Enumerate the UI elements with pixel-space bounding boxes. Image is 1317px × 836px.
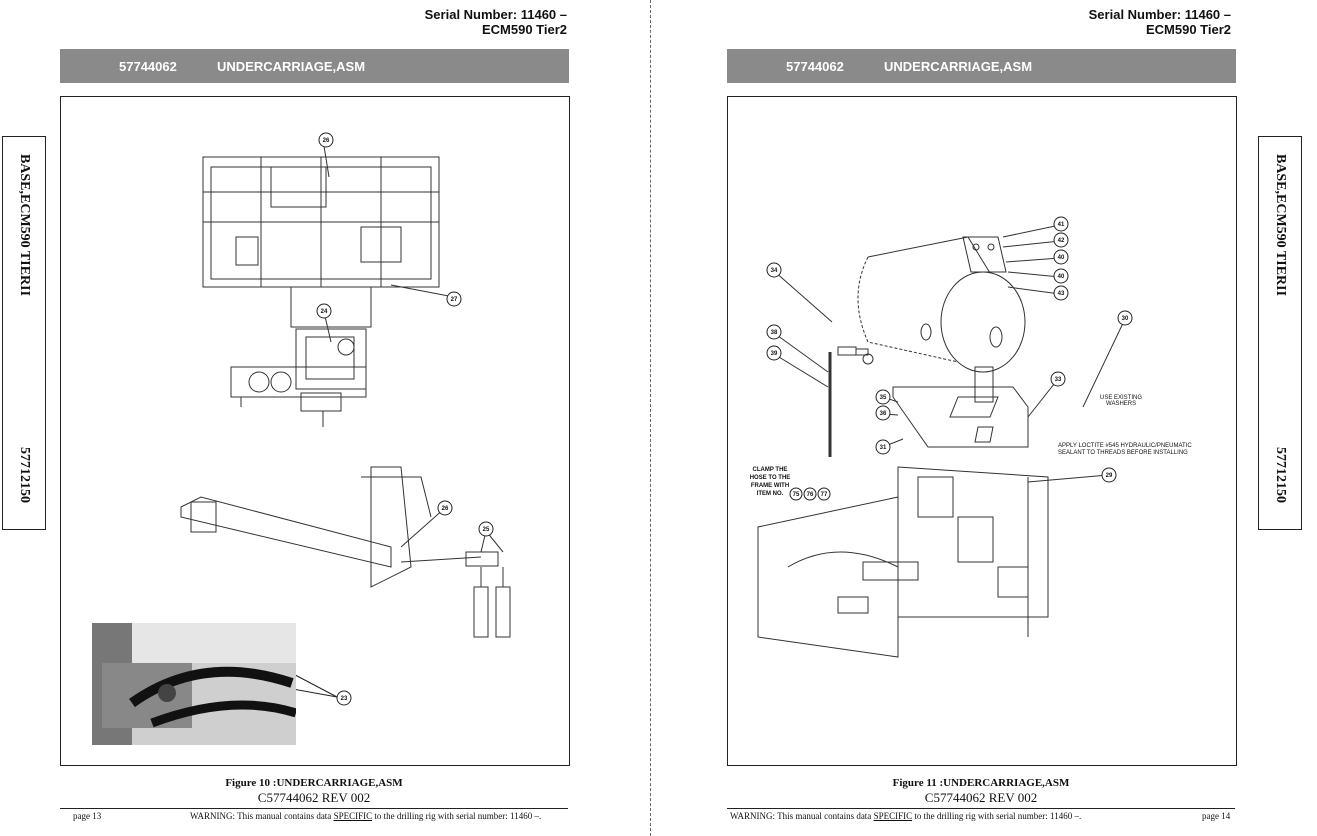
warning-suffix: to the drilling rig with serial number: … [372,811,542,821]
washer-note: USE EXISTING WASHERS [1100,395,1142,407]
callout-26b: 26 [442,506,449,512]
svg-text:ITEM NO.: ITEM NO. [757,491,784,497]
clamp-note: CLAMP THE HOSE TO THE FRAME WITH ITEM NO… [750,467,791,497]
svg-text:FRAME WITH: FRAME WITH [751,483,789,489]
item-75: 75 [793,492,800,498]
serial-number: Serial Number: 11460 – [424,7,567,22]
callout-33: 33 [1055,377,1062,383]
callout-25: 25 [483,527,490,533]
section-title: UNDERCARRIAGE,ASM [884,59,1033,74]
callout-43: 43 [1058,291,1065,297]
parts-drawing: 41 42 40 40 43 34 38 39 35 36 31 30 33 2… [750,216,1192,658]
left-page: Serial Number: 11460 – ECM590 Tier2 5774… [0,0,650,836]
callout-42: 42 [1058,238,1065,244]
callout-labels: 41 42 40 40 43 34 38 39 35 36 31 30 33 2… [771,222,1129,479]
callout-30: 30 [1122,316,1129,322]
warning-suffix: to the drilling rig with serial number: … [912,811,1082,821]
parts-drawing: 26 27 24 26 25 23 [180,132,511,706]
callout-40a: 40 [1058,255,1065,261]
callout-labels: 26 27 24 26 25 23 [321,138,490,702]
revision-label: C57744062 REV 002 [924,790,1038,805]
side-tab: BASE,ECM590 TIERII 57712150 [2,136,46,530]
warning-prefix: WARNING: This manual contains data [730,811,874,821]
svg-text:APPLY LOCTITE #545 HYDRAULIC/P: APPLY LOCTITE #545 HYDRAULIC/PNEUMATIC [1058,443,1192,449]
svg-text:WASHERS: WASHERS [1106,401,1136,407]
warning-prefix: WARNING: This manual contains data [190,811,334,821]
figure-caption: Figure 11 :UNDERCARRIAGE,ASM [892,777,1070,789]
warning-emphasis: SPECIFIC [873,811,913,821]
figure-frame: 41 42 40 40 43 34 38 39 35 36 31 30 33 2… [727,96,1237,766]
svg-text:USE EXISTING: USE EXISTING [1100,395,1142,401]
title-band: 57744062 UNDERCARRIAGE,ASM [727,49,1236,83]
title-band: 57744062 UNDERCARRIAGE,ASM [60,49,569,83]
side-code: 57712150 [1273,447,1288,503]
callout-31: 31 [880,445,887,451]
figure-frame: 26 27 24 26 25 23 [60,96,570,766]
callout-26a: 26 [323,138,330,144]
callout-35: 35 [880,395,887,401]
side-title: BASE,ECM590 TIERII [17,153,32,297]
item-77: 77 [821,492,828,498]
clamp-items: 75 76 77 [789,487,831,501]
warning-note: WARNING: This manual contains data SPECI… [190,811,541,821]
warning-emphasis: SPECIFIC [333,811,373,821]
figure-caption: Figure 10 :UNDERCARRIAGE,ASM [225,777,403,789]
callout-24: 24 [321,309,328,315]
svg-text:SEALANT TO THREADS BEFORE INST: SEALANT TO THREADS BEFORE INSTALLING [1058,450,1188,456]
callout-39: 39 [771,351,778,357]
model-name: ECM590 Tier2 [481,22,567,37]
callout-34: 34 [771,268,778,274]
footer-rule [727,808,1235,809]
side-tab: BASE,ECM590 TIERII 57712150 [1258,136,1302,530]
page-number: page 13 [73,811,102,821]
page-number: page 14 [1202,811,1231,821]
revision-label: C57744062 REV 002 [257,790,371,805]
model-name: ECM590 Tier2 [1145,22,1231,37]
serial-header: Serial Number: 11460 – ECM590 Tier2 [1047,7,1231,37]
section-title: UNDERCARRIAGE,ASM [217,59,366,74]
serial-number: Serial Number: 11460 – [1088,7,1231,22]
callout-29: 29 [1106,473,1113,479]
callout-38: 38 [771,330,778,336]
svg-text:HOSE TO THE: HOSE TO THE [750,475,791,481]
side-code: 57712150 [17,447,32,503]
part-number: 57744062 [786,59,844,74]
callout-36: 36 [880,411,887,417]
callout-23: 23 [341,696,348,702]
footer-rule [60,808,568,809]
callout-40b: 40 [1058,274,1065,280]
svg-text:CLAMP THE: CLAMP THE [753,467,788,473]
loctite-note: APPLY LOCTITE #545 HYDRAULIC/PNEUMATIC S… [1058,443,1192,456]
item-76: 76 [807,492,814,498]
warning-note: WARNING: This manual contains data SPECI… [730,811,1081,821]
callout-markers [316,132,494,706]
callout-41: 41 [1058,222,1065,228]
callout-27: 27 [451,297,458,303]
page-divider [650,0,651,836]
fitting-photo [92,623,296,745]
side-title: BASE,ECM590 TIERII [1273,153,1288,297]
right-page: Serial Number: 11460 – ECM590 Tier2 5774… [652,0,1317,836]
part-number: 57744062 [119,59,177,74]
callout-markers [766,216,1133,483]
serial-header: Serial Number: 11460 – ECM590 Tier2 [380,7,567,37]
